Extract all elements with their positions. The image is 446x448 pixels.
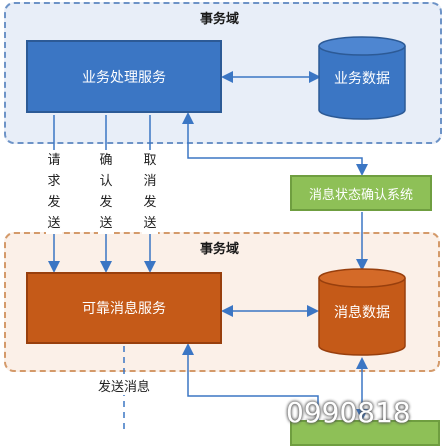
message-data-db: 消息数据 [318,268,406,356]
request-send-char: 送 [47,216,61,231]
message-data-label: 消息数据 [334,305,390,321]
cancel-send-char: 取 [143,153,157,168]
watermark-text: 0990818 [286,396,411,429]
reliable-message-service: 可靠消息服务 [26,272,222,344]
top-domain-label: 事务域 [200,12,240,27]
bottom-domain-label: 事务域 [200,242,240,257]
business-data-db: 业务数据 [318,36,406,120]
bottom-green-box [290,420,440,446]
confirm-send-label: 确 认 发 送 [98,150,114,234]
cancel-send-char: 发 [143,195,157,210]
business-processing-service: 业务处理服务 [26,40,222,113]
request-send-char: 发 [47,195,61,210]
business-data-label: 业务数据 [334,71,390,87]
confirm-send-char: 确 [99,153,113,168]
confirm-send-char: 发 [99,195,113,210]
cancel-send-label: 取 消 发 送 [142,150,158,234]
message-status-confirm-system: 消息状态确认系统 [290,175,432,211]
confirm-send-char: 认 [99,174,113,189]
request-send-char: 求 [47,174,61,189]
request-send-char: 请 [47,153,61,168]
send-message-label: 发送消息 [96,376,153,395]
cancel-send-char: 送 [143,216,157,231]
cancel-send-char: 消 [143,174,157,189]
confirm-send-char: 送 [99,216,113,231]
request-send-label: 请 求 发 送 [46,150,62,234]
